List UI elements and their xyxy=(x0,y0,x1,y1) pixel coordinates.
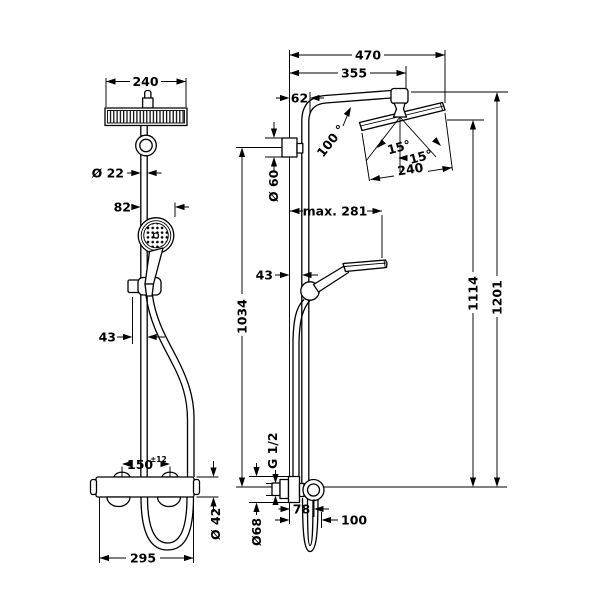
valve-handle-right xyxy=(156,496,182,508)
dim-pipe-diameter-label: Ø 22 xyxy=(92,166,124,181)
dim-head-width-label: 240 xyxy=(132,74,158,89)
dim-68-label: Ø68 xyxy=(249,518,264,546)
dim-thread-size: G 1/2 xyxy=(265,432,280,505)
dim-head-face-height: 1114 xyxy=(466,120,481,487)
dim-valve-width: 295 xyxy=(99,497,194,566)
dim-spray-angle-inner-label: 15° xyxy=(385,137,412,158)
dim-valve-diameter: Ø 42 xyxy=(196,461,223,540)
dim-62-label: 62 xyxy=(291,91,308,106)
dim-spray-angle-outer-label: 15° xyxy=(407,146,434,167)
dim-arm-reach: 355 xyxy=(289,66,407,88)
dim-1034-label: 1034 xyxy=(235,299,250,334)
dim-valve-diameter-label: Ø 42 xyxy=(208,508,223,540)
hand-shower-holder-front xyxy=(127,276,162,296)
dim-valve-overall-depth: 100 xyxy=(275,512,367,528)
front-view: 240 Ø 22 82 43 150 ±12 xyxy=(89,74,223,566)
hose-loop-side xyxy=(301,497,319,553)
shower-hose-side xyxy=(292,299,311,477)
dim-pipe-diameter: Ø 22 xyxy=(92,166,162,181)
shower-arm-ring xyxy=(135,134,157,157)
dim-240-side-label: 240 xyxy=(396,160,424,179)
dim-43-front-label: 43 xyxy=(99,330,116,345)
dim-g12-label: G 1/2 xyxy=(265,432,280,469)
dim-connection-spacing: 150 ±12 xyxy=(121,455,171,477)
riser-pipe-side xyxy=(301,89,392,483)
dim-escutcheon-diameter: Ø68 xyxy=(249,463,299,546)
dim-1201-label: 1201 xyxy=(490,280,505,315)
valve-handle-left xyxy=(106,496,131,508)
dim-wall-clearance: 62 xyxy=(276,91,324,115)
dim-295-label: 295 xyxy=(130,551,156,566)
thermostat-side xyxy=(271,475,325,504)
hose-loop-front xyxy=(140,496,195,551)
dim-100-label: 100 xyxy=(341,513,367,528)
dim-150-label: 150 xyxy=(127,457,153,472)
dim-holder-clearance-side: 43 xyxy=(256,268,318,283)
dim-overall-depth: 470 xyxy=(289,48,446,103)
dim-1114-label: 1114 xyxy=(466,276,481,311)
hand-shower-front xyxy=(137,217,175,297)
ball-joint xyxy=(390,87,409,105)
dim-overall-height: 1201 xyxy=(490,92,505,487)
dim-handshower-offset: 82 xyxy=(114,200,189,217)
dim-150-tolerance-label: ±12 xyxy=(150,455,167,464)
dim-bracket-diameter: Ø 60 xyxy=(265,122,283,202)
thermostat-front xyxy=(89,471,201,508)
dim-head-depth-side: 240 xyxy=(361,112,453,183)
dim-max-reach: max. 281 xyxy=(290,204,383,258)
overhead-shower-front xyxy=(104,89,188,157)
dim-78-label: 78 xyxy=(293,502,310,517)
head-pivot xyxy=(392,102,408,118)
dim-43-side-label: 43 xyxy=(256,268,273,283)
wall-bracket-side xyxy=(281,137,304,158)
shower-hose-front xyxy=(145,295,195,477)
dim-355-label: 355 xyxy=(341,66,367,81)
riser-pipe-front xyxy=(140,125,148,477)
dim-60-label: Ø 60 xyxy=(266,169,281,202)
spray-angle-lines: 15° 15° xyxy=(365,116,444,172)
dim-arm-angle: 100 ° xyxy=(314,105,354,160)
overhead-shower-side xyxy=(358,101,446,132)
dim-holder-offset-front: 43 xyxy=(99,297,165,345)
hand-shower-side xyxy=(300,259,388,301)
side-view: 15° 15° 100 ° xyxy=(235,48,508,553)
dim-valve-depth: 78 xyxy=(278,499,329,517)
dim-470-label: 470 xyxy=(355,48,381,63)
dim-82-label: 82 xyxy=(114,200,131,215)
dim-arm-angle-label: 100 ° xyxy=(314,122,348,160)
dim-max-281-label: max. 281 xyxy=(303,204,368,219)
dim-bar-top-height: 1034 xyxy=(235,147,250,487)
dim-head-width: 240 xyxy=(105,74,187,107)
